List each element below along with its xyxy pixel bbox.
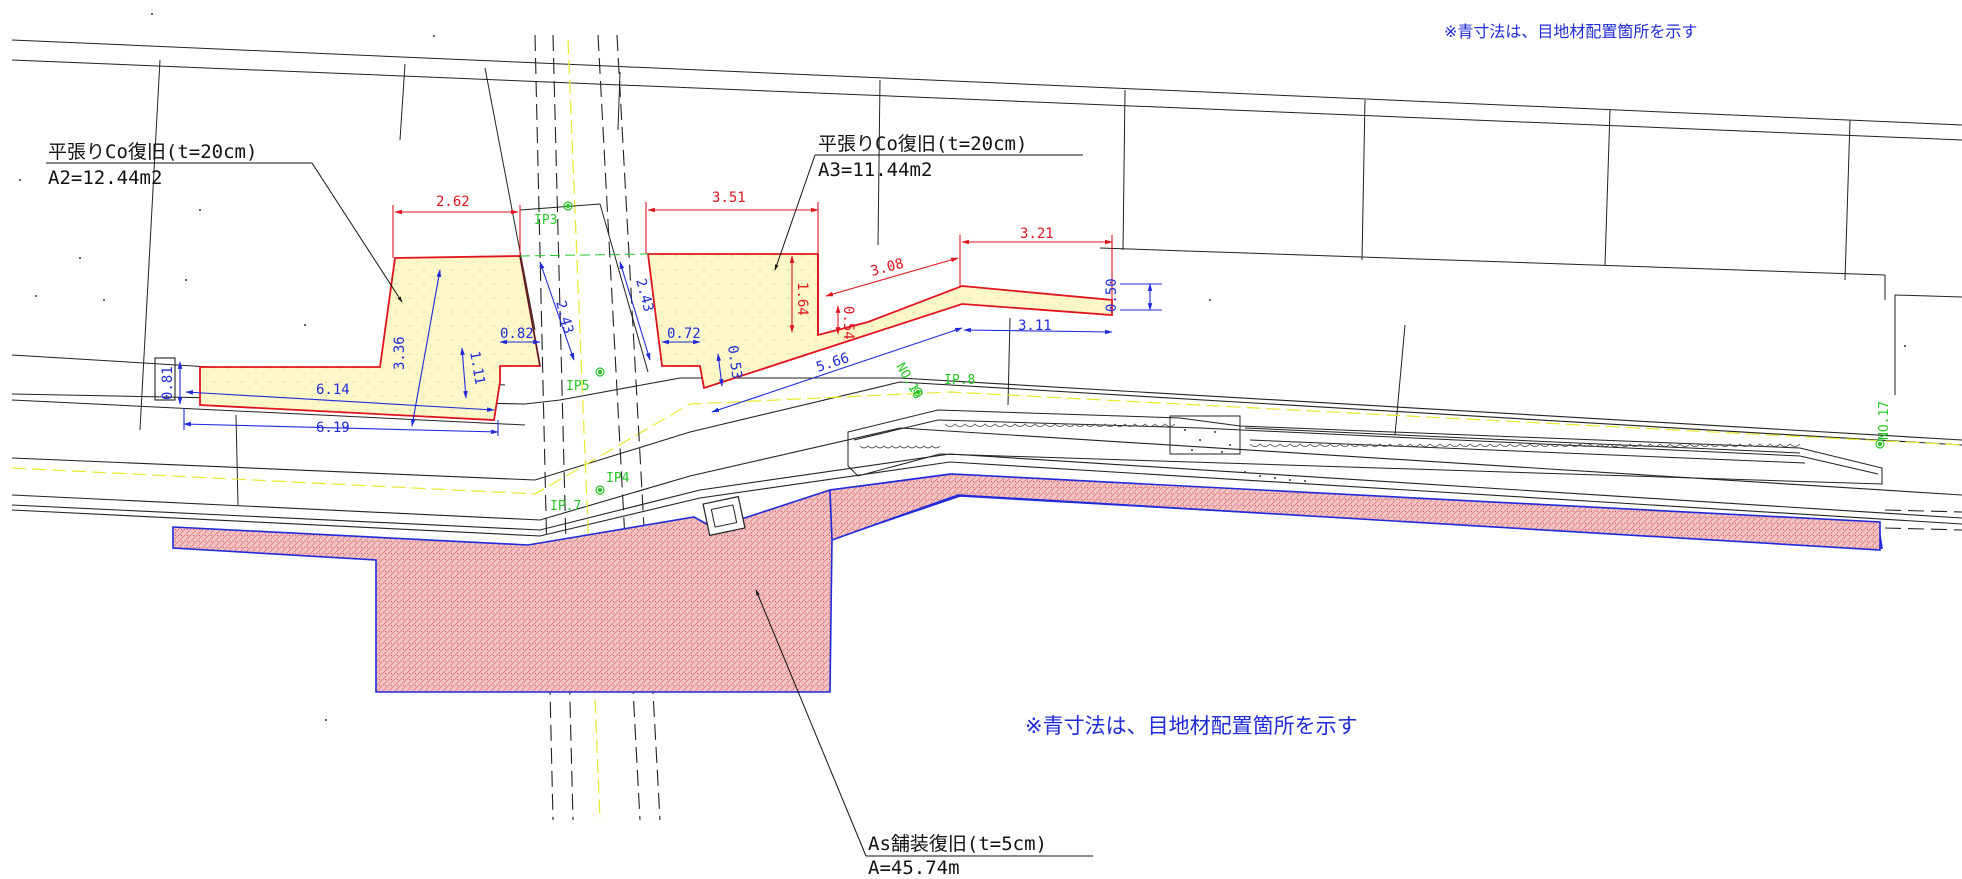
dim-6-19: 6.19 (316, 420, 350, 436)
asphalt-restoration-strip (829, 473, 1881, 551)
label-a2-title: 平張りCo復旧(t=20cm) (48, 141, 257, 163)
label-as-area: A=45.74m (868, 857, 960, 879)
dim-3-21: 3.21 (1020, 226, 1054, 242)
concrete-area-a2 (199, 255, 542, 421)
blue-dimensions (154, 261, 1162, 436)
gravel-dots (1184, 429, 1306, 482)
scatter-dots (19, 13, 1906, 721)
point-ip8: IP.8 (944, 373, 975, 388)
area-labels: 平張りCo復旧(t=20cm) A2=12.44m2 平張りCo復旧(t=20c… (48, 133, 1047, 879)
note-top-right: ※青寸法は、目地材配置箇所を示す (1444, 22, 1697, 41)
label-a3-title: 平張りCo復旧(t=20cm) (818, 133, 1027, 155)
notes: ※青寸法は、目地材配置箇所を示す ※青寸法は、目地材配置箇所を示す (1025, 22, 1697, 738)
label-a3-area: A3=11.44m2 (818, 159, 932, 181)
label-as-title: As舗装復旧(t=5cm) (868, 833, 1047, 855)
dim-2-62: 2.62 (436, 194, 470, 210)
survey-points (563, 201, 1885, 495)
dim-0-54: 0.54 (840, 306, 856, 340)
dim-0-82: 0.82 (500, 326, 534, 342)
dim-3-51: 3.51 (712, 190, 746, 206)
dim-3-08: 3.08 (869, 256, 906, 280)
label-a2-area: A2=12.44m2 (48, 167, 162, 189)
curb-scallops (859, 423, 1801, 449)
dim-3-36: 3.36 (392, 336, 408, 370)
dim-0-72: 0.72 (667, 326, 701, 342)
catch-basin (702, 495, 746, 537)
point-no17: NO.17 (1877, 401, 1892, 440)
dim-0-50: 0.50 (1104, 278, 1120, 312)
point-ip7: IP.7 (550, 499, 581, 514)
dim-0-53: 0.53 (724, 344, 745, 380)
point-ip4: IP4 (606, 471, 630, 486)
dim-3-11: 3.11 (1018, 318, 1052, 334)
dim-2-43-a: 2.43 (552, 299, 576, 336)
point-no16: NO.16 (893, 361, 926, 402)
centerline (11, 39, 1962, 821)
dim-6-14: 6.14 (316, 382, 350, 398)
red-dimensions (392, 202, 1113, 335)
asphalt-restoration-area (172, 473, 1883, 693)
point-ip3: IP3 (534, 213, 557, 228)
dim-0-81: 0.81 (160, 366, 176, 400)
point-ip5: IP5 (566, 379, 589, 394)
curb-structure (847, 409, 1883, 485)
dim-1-64: 1.64 (794, 282, 810, 316)
parcel-lines (11, 39, 1962, 506)
road-edges (11, 377, 1962, 537)
leader-lines (46, 154, 1093, 857)
dim-1-11: 1.11 (466, 350, 488, 386)
note-center: ※青寸法は、目地材配置箇所を示す (1025, 714, 1358, 738)
